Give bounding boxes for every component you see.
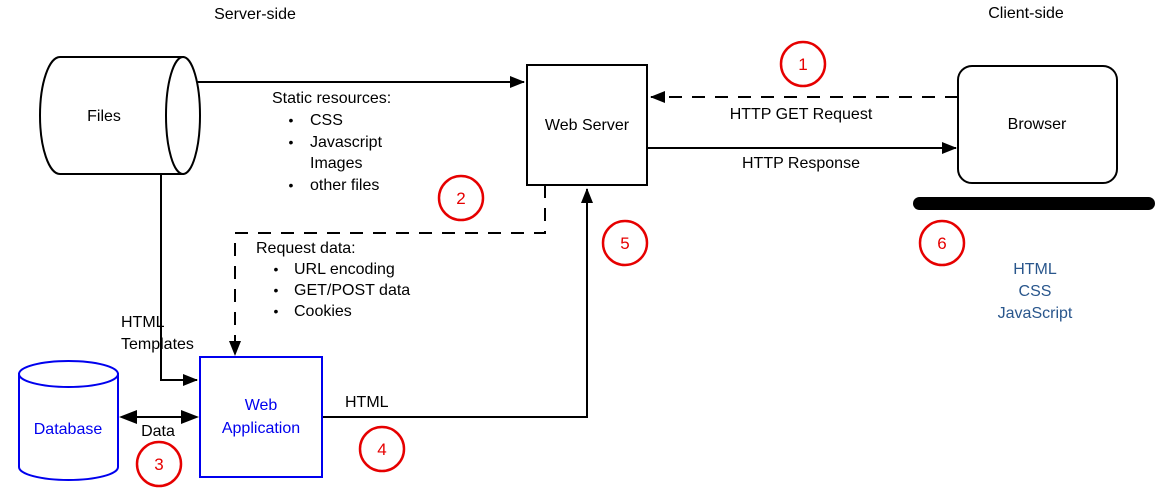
client-stack-css: CSS — [1019, 283, 1052, 300]
arrowhead-left — [119, 410, 137, 424]
web-server-label: Web Server — [545, 117, 630, 134]
static-resources-item: CSS — [310, 112, 343, 129]
step-badge-1: 1 — [779, 40, 827, 88]
step-badge-number: 1 — [798, 55, 807, 74]
database-label: Database — [34, 421, 103, 438]
arrow-html-response — [322, 188, 593, 418]
bullet-icon: • — [289, 112, 294, 128]
step-badge-5: 5 — [601, 219, 649, 267]
step-badge-2: 2 — [437, 174, 485, 222]
static-resources-title: Static resources: — [272, 90, 391, 107]
bullet-icon: • — [274, 282, 279, 298]
web-application-box: Web Application — [199, 356, 323, 478]
step-badge-number: 2 — [456, 189, 465, 208]
step-badge-6: 6 — [918, 219, 966, 267]
html-templates-label-line1: HTML — [121, 314, 165, 331]
web-application-label-line2: Application — [222, 420, 300, 437]
bullet-icon: • — [274, 303, 279, 319]
step-badge-3: 3 — [135, 440, 183, 488]
request-data-title: Request data: — [256, 240, 356, 257]
browser-label: Browser — [1008, 116, 1067, 133]
bullet-icon: • — [274, 261, 279, 277]
client-stack: HTML CSS JavaScript — [998, 261, 1073, 322]
client-stack-javascript: JavaScript — [998, 305, 1073, 322]
step-badge-number: 4 — [377, 440, 386, 459]
static-resources-item: Images — [310, 155, 362, 172]
arrow-data-exchange — [119, 410, 199, 424]
arrow-html-templates — [160, 172, 198, 386]
http-response-label: HTTP Response — [742, 155, 860, 172]
client-side-label: Client-side — [988, 5, 1064, 22]
request-data-annotation: Request data: • URL encoding • GET/POST … — [256, 240, 410, 320]
static-resources-item: other files — [310, 177, 379, 194]
data-label: Data — [141, 423, 175, 440]
server-side-label: Server-side — [214, 6, 296, 23]
request-data-item: URL encoding — [294, 261, 395, 278]
static-resources-item: Javascript — [310, 134, 383, 151]
step-badge-4: 4 — [358, 425, 406, 473]
step-badge-number: 3 — [154, 455, 163, 474]
bullet-icon: • — [289, 134, 294, 150]
arrowhead-right — [181, 410, 199, 424]
database-cylinder: Database — [18, 360, 119, 481]
request-data-item: GET/POST data — [294, 282, 410, 299]
files-label: Files — [87, 108, 121, 125]
request-data-item: Cookies — [294, 303, 352, 320]
files-cylinder: Files — [39, 56, 201, 175]
web-server-box: Web Server — [526, 64, 648, 186]
laptop-base — [913, 197, 1155, 210]
static-resources-annotation: Static resources: • CSS • Javascript Ima… — [272, 90, 391, 194]
http-get-request-label: HTTP GET Request — [730, 106, 873, 123]
client-stack-html: HTML — [1013, 261, 1057, 278]
html-templates-label-line2: Templates — [121, 336, 194, 353]
step-badge-number: 5 — [620, 234, 629, 253]
html-label: HTML — [345, 394, 389, 411]
web-application-label-line1: Web — [245, 397, 278, 414]
browser-box: Browser — [957, 65, 1118, 184]
arrow-request-data — [229, 185, 546, 356]
bullet-icon: • — [289, 177, 294, 193]
step-badge-number: 6 — [937, 234, 946, 253]
